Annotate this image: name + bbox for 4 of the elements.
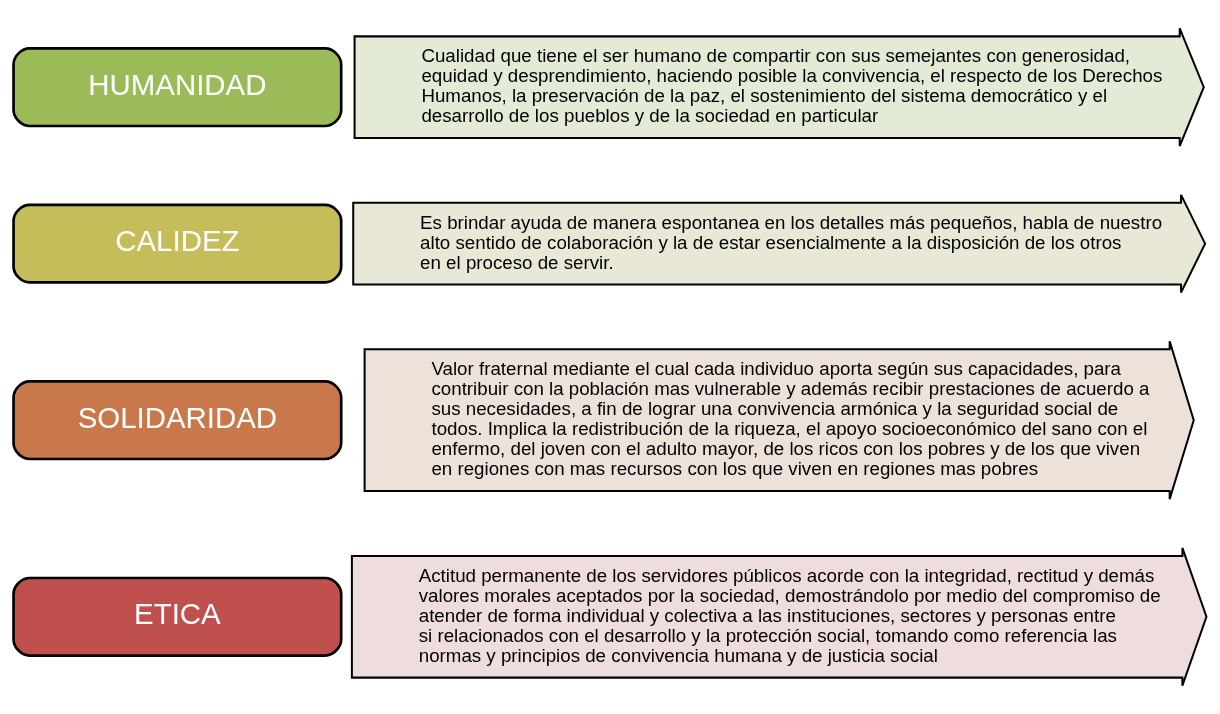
node-box: SOLIDARIDAD [12, 380, 343, 461]
node-box: ETICA [12, 576, 343, 657]
node-box: HUMANIDAD [12, 47, 343, 128]
node-box: CALIDEZ [12, 203, 343, 284]
